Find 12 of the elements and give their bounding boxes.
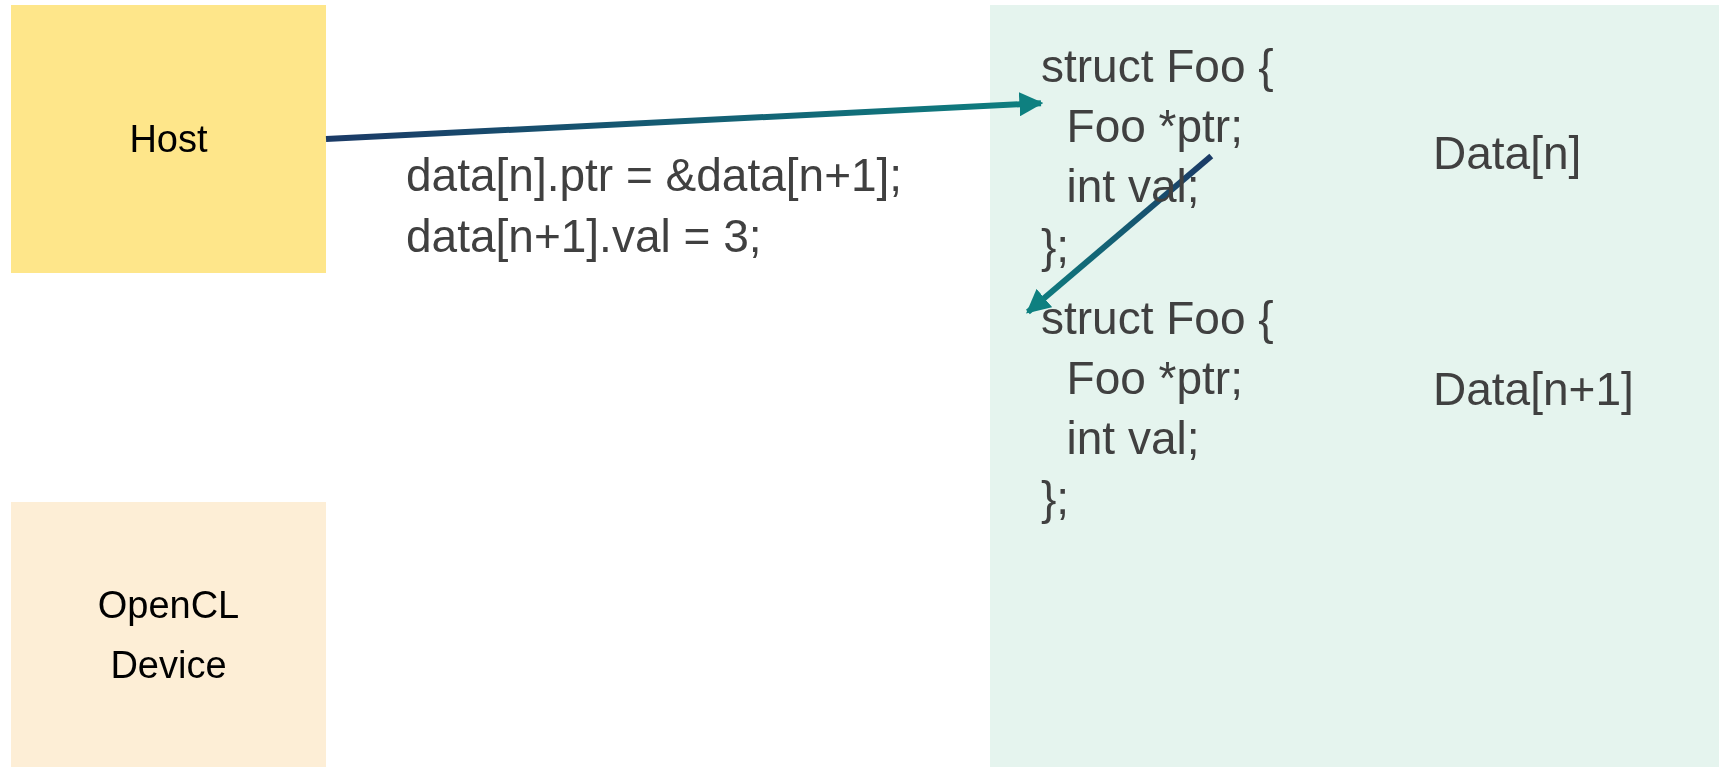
memory-label: Data[n+1]: [1433, 362, 1634, 417]
device-box: [11, 5, 326, 273]
arrow: [325, 92, 1044, 142]
box-label: OpenCL Device: [96, 582, 241, 688]
code-text: struct Foo { Foo *ptr; int val; };: [1041, 291, 1274, 526]
memory-panel: [990, 5, 1719, 767]
code-text: data[n+1].val = 3;: [406, 209, 762, 264]
device-box: [11, 502, 326, 767]
code-text: data[n].ptr = &data[n+1];: [406, 148, 903, 203]
box-label: Host: [128, 117, 209, 162]
arrow: [1025, 153, 1214, 315]
memory-label: Data[n]: [1433, 126, 1582, 181]
